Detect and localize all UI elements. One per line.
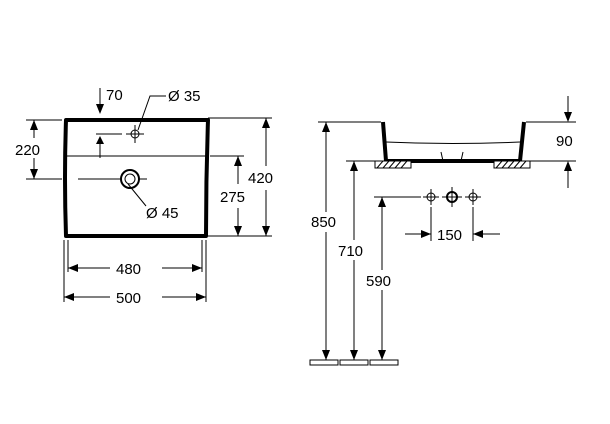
drain-hole [78, 169, 147, 189]
fittings [423, 187, 481, 207]
drain-leader [127, 183, 147, 207]
tap-hole-leader [137, 95, 166, 131]
overall-width-label: 500 [116, 290, 141, 307]
basin-outline [63, 118, 210, 238]
floor-line [309, 359, 399, 366]
basin-height-label: 90 [556, 133, 573, 150]
overall-depth-label: 420 [248, 170, 273, 187]
basin-section [381, 121, 526, 163]
drain-label: Ø 45 [146, 205, 179, 222]
mount-height-850-label: 850 [311, 214, 336, 231]
tap-depth-label: 220 [15, 142, 40, 159]
drain-depth-label: 275 [220, 189, 245, 206]
plan-view: Ø 35 70 Ø 45 220 275 [15, 87, 273, 307]
tap-offset-label: 70 [106, 87, 123, 104]
mount-height-590-label: 590 [366, 273, 391, 290]
side-view: 90 150 850 710 [309, 96, 576, 366]
tap-hole-label: Ø 35 [168, 88, 201, 105]
countertop [374, 160, 531, 169]
tap-hole [126, 125, 144, 143]
mount-height-710-label: 710 [338, 243, 363, 260]
inner-width-label: 480 [116, 261, 141, 278]
fitting-spacing-label: 150 [437, 227, 462, 244]
